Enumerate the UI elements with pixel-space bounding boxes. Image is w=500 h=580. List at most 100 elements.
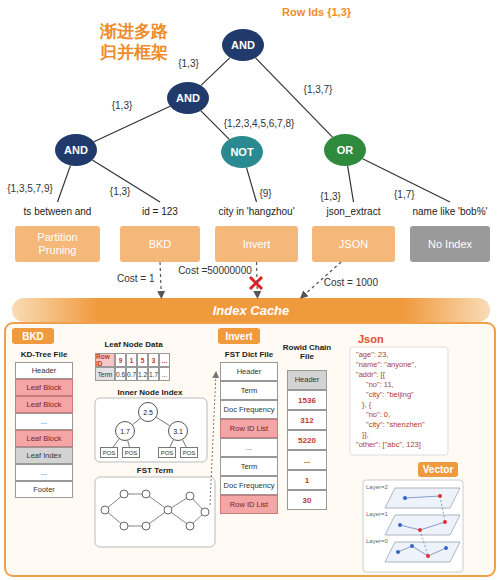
index-node: id = 123BKD [120, 202, 200, 262]
node-text: Term [241, 463, 258, 471]
index-name: Partition Pruning [19, 231, 96, 257]
rowid-set: {1,3} [112, 100, 133, 111]
table-cell: 1.7 [148, 367, 159, 381]
rowid-set: {1,3,5,7,9} [7, 182, 53, 193]
file-cell: Row ID List [220, 419, 278, 438]
fst-states [101, 490, 209, 530]
table-cell: 3 [148, 353, 159, 367]
layer-drop [440, 496, 445, 522]
index-name: JSON [339, 238, 368, 251]
node-text: NOT [230, 146, 253, 158]
node-text: 1536 [298, 396, 316, 405]
vector-point [438, 494, 442, 498]
node-text: POS [183, 450, 196, 456]
pos-box: POS [158, 447, 176, 458]
section-heading: KD-Tree File [14, 350, 74, 359]
tree-link [113, 439, 119, 447]
file-cell: Header [15, 362, 73, 379]
node-text: POS [103, 450, 116, 456]
section-heading: Leaf Node Data [95, 340, 172, 349]
node-text: ... [41, 418, 47, 426]
fst-state [142, 522, 150, 530]
result-note: Row Ids {1,3} [282, 6, 377, 18]
file-cell: Doc Frequency [220, 400, 278, 419]
vector-point [418, 528, 422, 532]
table-cell: Term [95, 367, 115, 381]
layer-links [398, 496, 446, 556]
table-cell: 5 [137, 353, 148, 367]
node-text: AND [176, 92, 200, 104]
json-line: "no": 0, [366, 410, 456, 419]
file-cell: 1 [287, 470, 327, 490]
node-text: OR [337, 144, 354, 156]
tree-link [201, 58, 230, 86]
rowid-set: {1,3} [320, 190, 341, 201]
json-line: "addr": [{ [356, 370, 446, 379]
node-text: Doc Frequency [224, 482, 275, 490]
vector-point [426, 554, 430, 558]
tree-link [58, 165, 71, 202]
operator-circle: AND [55, 134, 97, 166]
vector-point [398, 523, 402, 527]
file-cell: Header [220, 362, 278, 381]
node-text: AND [231, 39, 255, 51]
rowid-set: {1,2,3,4,5,6,7,8} [224, 118, 295, 129]
file-cell: Leaf Block [15, 379, 73, 396]
index-node: name like 'bob%' No Index [410, 202, 490, 262]
node-text: Leaf Block [26, 401, 61, 409]
node-text: Index Cache [213, 303, 290, 318]
rowid-set: {1,7} [394, 189, 415, 200]
section-tab: Invert [218, 328, 260, 344]
pos-box: POS [180, 447, 198, 458]
fst-frame [95, 477, 215, 547]
table-cell: 1 [126, 353, 137, 367]
operator-circle: NOT [221, 136, 263, 168]
index-box: No Index [410, 226, 490, 262]
blocked-mark [250, 277, 262, 289]
inner-node-frame [95, 398, 207, 462]
node-text: Header [237, 368, 262, 376]
node-text: Row ID List [230, 501, 268, 509]
node-text: Header [295, 376, 320, 384]
node-text: Row ID List [230, 425, 268, 433]
graph-layer [385, 515, 460, 535]
index-node: json_extractJSON [312, 202, 395, 262]
operator-circle: OR [324, 134, 366, 166]
query-condition: name like 'bob%' [410, 202, 490, 220]
vector-point [443, 520, 447, 524]
node-text: 1 [305, 476, 309, 485]
node-text: Leaf Block [26, 435, 61, 443]
node-text: AND [64, 144, 88, 156]
tree-link [133, 418, 141, 424]
index-name: BKD [149, 238, 172, 251]
tree-link [363, 159, 450, 202]
pos-box: POS [122, 447, 140, 458]
file-cell: 5220 [287, 430, 327, 450]
red-cross [250, 277, 262, 289]
cost-label: Cost =50000000 [178, 265, 252, 276]
index-node: city in 'hangzhou'Invert [215, 202, 298, 262]
fst-state [101, 506, 109, 514]
file-cell: 312 [287, 410, 327, 430]
node-text: 312 [300, 416, 313, 425]
node-text: 5220 [298, 436, 316, 445]
json-line: }], [362, 430, 452, 439]
cost-label: Cost = 1 [117, 273, 155, 284]
node-text: ... [304, 456, 311, 465]
node-text: POS [125, 450, 138, 456]
table-cell: 0.7 [126, 367, 137, 381]
fst-state [142, 490, 150, 498]
section-heading: Inner Node Index [100, 388, 200, 397]
fst-state [120, 522, 128, 530]
file-cell: Term [220, 457, 278, 476]
tree-key-circle: 2.5 [138, 402, 158, 422]
file-cell: Term [220, 381, 278, 400]
node-text: Term [241, 387, 258, 395]
node-text: Doc Frequency [224, 406, 275, 414]
json-line: }, { [362, 400, 452, 409]
tree-link [247, 168, 257, 202]
layer-link [428, 548, 446, 556]
rowid-set: {1,3} [178, 57, 199, 68]
red-cross [250, 277, 262, 289]
